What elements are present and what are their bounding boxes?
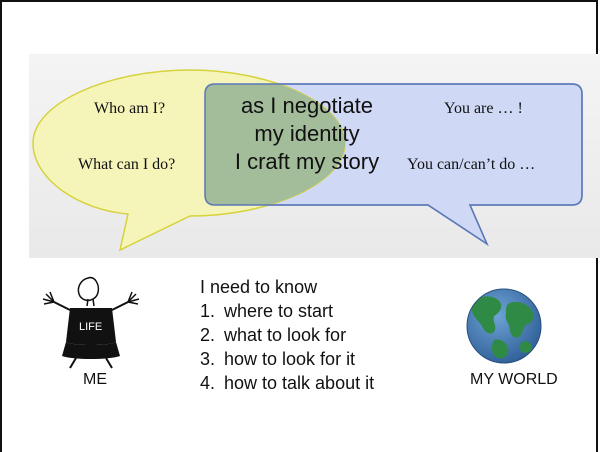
center-line-1: as I negotiate [240,93,374,118]
overlap-region [205,84,345,205]
list-item: 1. where to start [200,299,374,323]
list-item-text: how to talk about it [224,373,375,393]
list-item-number: 2. [200,325,216,345]
needs-list: I need to know 1. where to start 2. what t… [200,275,374,395]
you-can-do-text: You can/can’t do … [407,156,536,173]
list-heading: I need to know [200,277,318,297]
my-world-label: MY WORLD [470,371,558,388]
list-item: 4. how to talk about it [200,371,374,395]
life-shirt-label: LIFE [79,321,103,333]
globe-icon [466,288,542,364]
who-am-i-text: Who am I? [94,100,166,117]
list-item-text: how to look for it [224,349,356,369]
list-item-text: what to look for [224,325,347,345]
what-can-i-do-text: What can I do? [78,156,176,173]
you-are-text: You are … ! [444,100,523,117]
list-item: 2. what to look for [200,323,374,347]
me-label: ME [83,371,107,388]
center-line-3: I craft my story [234,149,380,174]
list-item-text: where to start [224,301,334,321]
list-item: 3. how to look for it [200,347,374,371]
list-item-number: 4. [200,373,216,393]
center-line-2: my identity [254,121,360,146]
list-item-number: 3. [200,349,216,369]
center-statement: as I negotiate my identity I craft my st… [204,92,410,176]
list-item-number: 1. [200,301,216,321]
me-figure-icon [42,276,140,369]
